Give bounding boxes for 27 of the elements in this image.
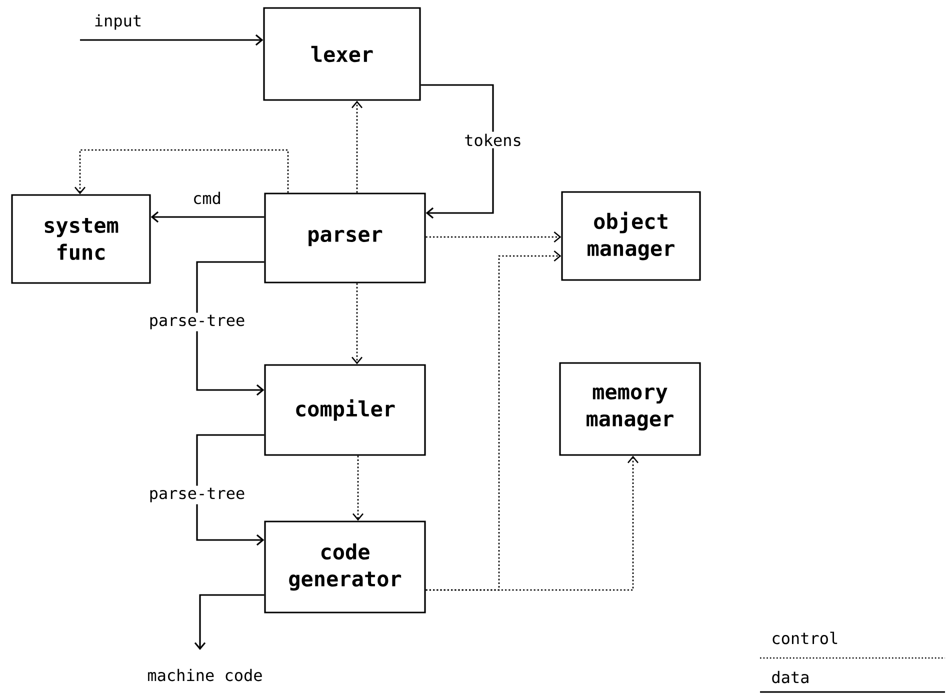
arrow [352, 283, 362, 364]
arrow [352, 100, 362, 193]
arrow [194, 594, 264, 650]
arrow [74, 149, 289, 194]
arrow [196, 261, 264, 396]
process-box: code generator [264, 520, 426, 614]
arrow [80, 34, 264, 46]
edge-label: tokens [462, 132, 524, 148]
arrow [426, 456, 638, 591]
process-box: lexer [263, 7, 421, 101]
arrow [150, 211, 264, 223]
edge-label: parse-tree [146, 312, 248, 332]
legend-label: control [772, 632, 838, 644]
process-box: parser [264, 192, 426, 284]
legend-label: data [772, 670, 808, 684]
process-box: compiler [264, 364, 426, 456]
arrow [420, 84, 494, 219]
edge-label: cmd [190, 190, 224, 206]
edge-label: machine code [145, 666, 265, 684]
edge-label: parse-tree [146, 486, 248, 504]
arrow [352, 456, 364, 521]
edge-label: input [92, 12, 144, 32]
process-box: system func [11, 194, 151, 284]
arrow [196, 434, 264, 546]
process-box: object manager [561, 191, 701, 281]
process-box: memory manager [559, 362, 701, 456]
arrow [426, 232, 562, 242]
